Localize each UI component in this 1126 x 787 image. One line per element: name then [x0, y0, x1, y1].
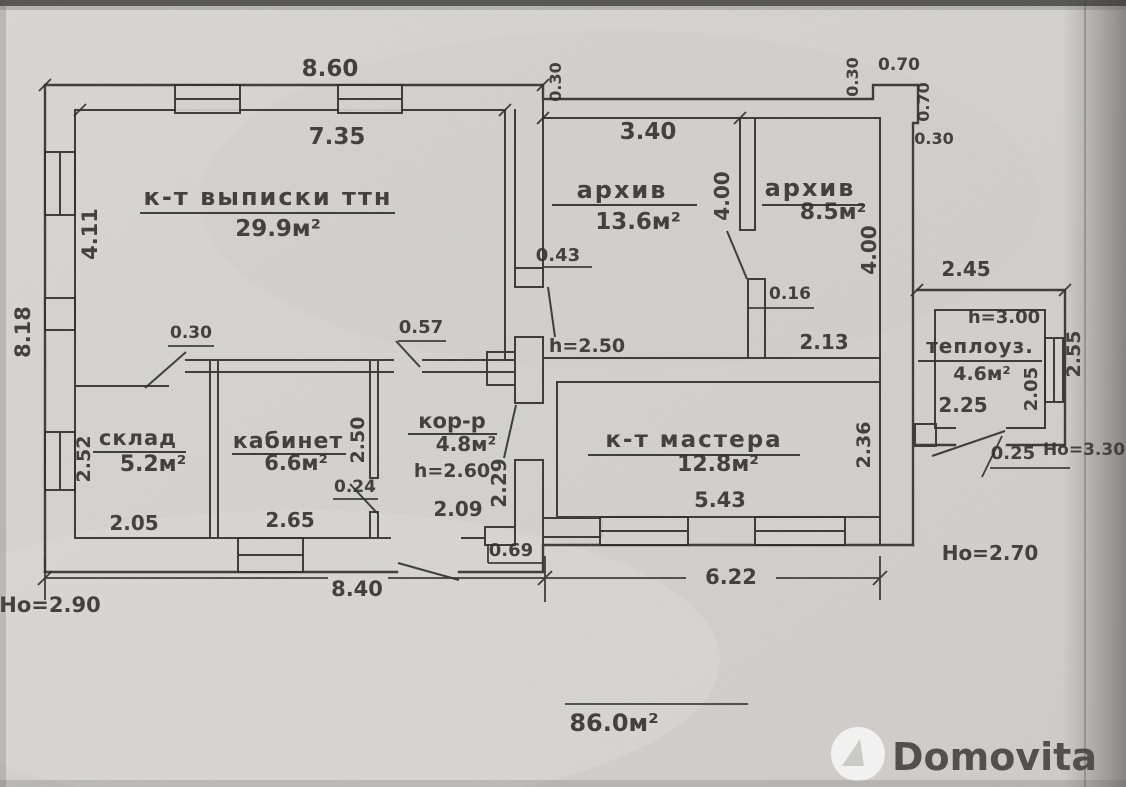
photo-artifacts: [0, 0, 1126, 787]
scanned-floor-plan: к-т выписки ттн 29.9м² архив 13.6м² архи…: [0, 0, 1126, 787]
floor-plan-svg: к-т выписки ттн 29.9м² архив 13.6м² архи…: [0, 0, 1126, 787]
